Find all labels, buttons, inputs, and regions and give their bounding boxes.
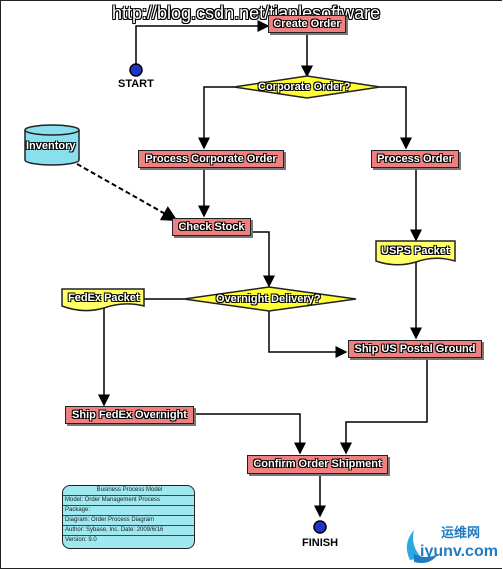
meta-diagram: Diagram: Order Process Diagram [63, 516, 194, 526]
datastore-inventory [24, 124, 80, 166]
decision-corporate-order-label: Corporate Order? [258, 81, 351, 93]
meta-version: Version: 9.0 [65, 537, 97, 543]
process-check-stock: Check Stock [172, 218, 251, 236]
start-label: START [118, 78, 154, 90]
edge-check-stock-to-overnight [250, 231, 275, 288]
document-fedex-packet [61, 288, 145, 312]
process-create-order: Create Order [268, 15, 346, 33]
meta-title: Business Process Model [63, 486, 194, 496]
process-confirm-order-shipment: Confirm Order Shipment [247, 455, 388, 474]
process-corporate-order: Process Corporate Order [138, 150, 284, 168]
meta-author-date: Author: Sybase, Inc. Date: 2009/6/16 [63, 526, 194, 536]
site-logo-icon [406, 530, 438, 563]
decision-overnight-delivery [183, 286, 357, 312]
logo-text-cn: 运维网 [441, 525, 481, 540]
logo-text-domain: iyunv.com [420, 543, 498, 560]
edge-decision-to-process-order [380, 86, 412, 150]
process-ship-fedex-overnight: Ship FedEx Overnight [65, 406, 194, 424]
document-fedex-packet-label: FedEx Packet [68, 292, 140, 304]
meta-model: Model: Order Management Process [63, 496, 194, 506]
edge-ship-fedex-to-confirm [193, 413, 306, 455]
decision-overnight-delivery-label: Overnight Delivery? [216, 293, 321, 305]
datastore-inventory-label: Inventory [26, 140, 76, 152]
edge-overnight-to-ship-postal [268, 311, 348, 358]
process-order: Process Order [371, 150, 459, 168]
finish-node [313, 520, 327, 534]
edge-decision-to-corporate [198, 86, 234, 150]
decision-corporate-order [233, 75, 381, 99]
document-usps-packet [375, 240, 456, 266]
edge-inventory-to-check-stock [69, 159, 178, 221]
model-metadata-box: Business Process Model Model: Order Mana… [62, 485, 195, 549]
document-usps-packet-label: USPS Packet [381, 245, 450, 257]
start-node [129, 63, 143, 77]
process-ship-us-postal-ground: Ship US Postal Ground [348, 340, 482, 358]
meta-package: Package: [63, 506, 194, 516]
edge-start-to-create-order [135, 20, 270, 66]
finish-label: FINISH [302, 537, 339, 549]
edge-ship-postal-to-confirm [340, 357, 428, 455]
